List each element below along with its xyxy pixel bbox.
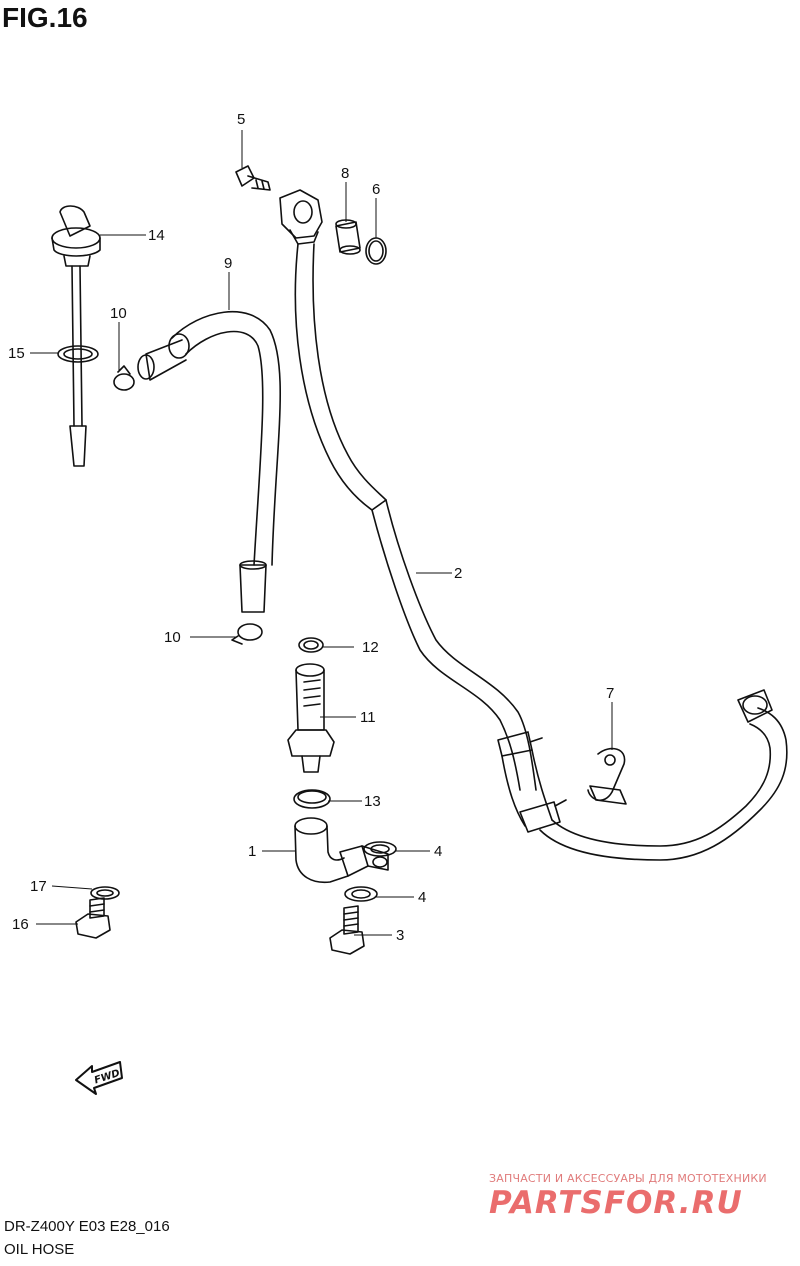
- section-name: OIL HOSE: [4, 1241, 75, 1258]
- fwd-arrow-icon: FWD: [75, 1061, 123, 1095]
- part-7-clamp: [587, 747, 627, 805]
- part-16-drain-bolt: [75, 897, 111, 939]
- callout-8: 8: [341, 165, 349, 182]
- part-14-oil-cap: [51, 205, 101, 267]
- callout-16: 16: [12, 916, 29, 933]
- part-3-union-bolt: [329, 905, 365, 955]
- callout-6: 6: [372, 181, 380, 198]
- part-2-oil-hose: [294, 243, 788, 861]
- part-8-collar: [335, 219, 361, 255]
- part-9-breather-hose: [137, 310, 282, 613]
- callout-14: 14: [148, 227, 165, 244]
- model-code: DR-Z400Y E03 E28_016: [4, 1218, 170, 1235]
- watermark-tagline: ЗАПЧАСТИ И АКСЕССУАРЫ ДЛЯ МОТОТЕХНИКИ: [489, 1172, 767, 1185]
- part-17-drain-gasket: [90, 886, 120, 900]
- figure-title: FIG.16: [2, 2, 88, 33]
- leader-lines: [30, 130, 613, 936]
- part-1-elbow-hose: [294, 817, 389, 884]
- part-12-gasket: [298, 637, 324, 653]
- callout-4-lower: 4: [418, 889, 426, 906]
- callout-10-lower: 10: [164, 629, 181, 646]
- callout-17: 17: [30, 878, 47, 895]
- callout-7: 7: [606, 685, 614, 702]
- callout-3: 3: [396, 927, 404, 944]
- part-4-washer-upper: [363, 841, 397, 857]
- callout-13: 13: [364, 793, 381, 810]
- callout-11: 11: [360, 709, 376, 726]
- callout-15: 15: [8, 345, 25, 362]
- callout-12: 12: [362, 639, 379, 656]
- callout-10-upper: 10: [110, 305, 127, 322]
- callout-4-upper: 4: [434, 843, 442, 860]
- callout-labels: 5 8 6 14 9 10 15 2 10 12 11 7 13 1 4 4 3…: [8, 111, 614, 944]
- part-union-fitting: [279, 189, 323, 245]
- watermark-logo: PARTSFOR.RU: [489, 1185, 743, 1221]
- part-10-clip-upper: [113, 365, 135, 391]
- part-10-clip-lower: [231, 623, 263, 645]
- callout-2: 2: [454, 565, 462, 582]
- callout-1: 1: [248, 843, 256, 860]
- part-15-dipstick-o-ring: [57, 265, 99, 467]
- part-13-hose-clamp: [293, 789, 331, 809]
- callout-5: 5: [237, 111, 245, 128]
- callout-9: 9: [224, 255, 232, 272]
- part-5-bolt: [235, 165, 271, 191]
- part-6-o-ring: [365, 237, 387, 265]
- part-4-washer-lower: [344, 886, 378, 902]
- part-11-fitting: [287, 663, 335, 773]
